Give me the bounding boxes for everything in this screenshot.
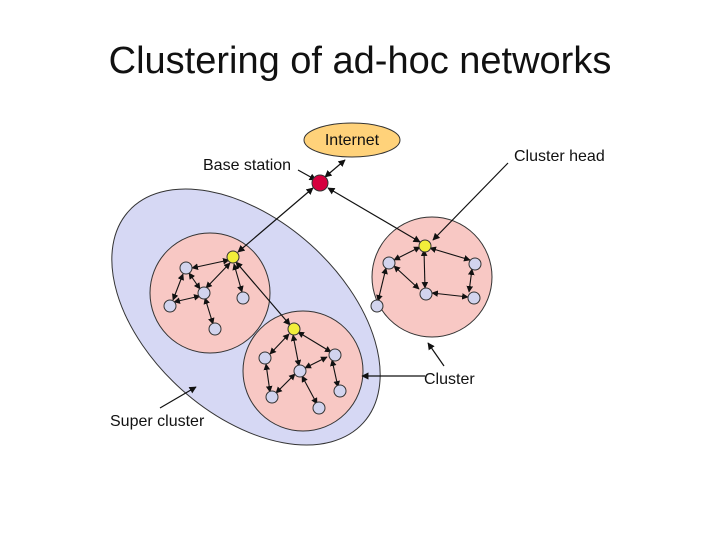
link bbox=[275, 373, 296, 394]
node bbox=[197, 286, 211, 300]
link-base-head-right bbox=[327, 187, 421, 243]
node bbox=[236, 291, 250, 305]
link bbox=[301, 375, 318, 405]
cluster-right bbox=[371, 216, 493, 338]
cluster-head-node-bottom bbox=[287, 322, 301, 336]
cluster-head-node-right bbox=[418, 239, 432, 253]
link bbox=[376, 267, 388, 302]
link bbox=[173, 294, 201, 304]
cluster-label: Cluster bbox=[424, 371, 475, 388]
internet-label: Internet bbox=[325, 132, 380, 149]
link bbox=[263, 363, 273, 393]
node bbox=[333, 384, 347, 398]
link bbox=[297, 331, 332, 353]
node bbox=[293, 364, 307, 378]
node bbox=[163, 299, 177, 313]
slide-title: Clustering of ad-hoc networks bbox=[108, 40, 612, 82]
link bbox=[429, 246, 471, 262]
node bbox=[467, 291, 481, 305]
node bbox=[382, 256, 396, 270]
cluster-head-pointer bbox=[432, 162, 509, 241]
super-cluster-pointer bbox=[159, 386, 197, 409]
cluster-head-label: Cluster head bbox=[514, 148, 605, 165]
node bbox=[370, 299, 384, 313]
cluster-pointer-2 bbox=[427, 342, 445, 367]
node bbox=[419, 287, 433, 301]
base-station-node bbox=[311, 174, 329, 192]
super-cluster-label: Super cluster bbox=[110, 413, 205, 430]
node bbox=[328, 348, 342, 362]
node bbox=[208, 322, 222, 336]
link bbox=[232, 263, 244, 293]
link bbox=[269, 333, 290, 355]
base-station-label: Base station bbox=[203, 157, 291, 174]
link bbox=[304, 356, 328, 369]
link bbox=[290, 334, 302, 367]
link bbox=[466, 268, 475, 293]
link bbox=[393, 246, 421, 261]
node bbox=[258, 351, 272, 365]
link bbox=[330, 359, 340, 388]
link bbox=[420, 249, 429, 289]
internet-cloud bbox=[303, 122, 401, 158]
cluster-head-node-left bbox=[226, 250, 240, 264]
link-base-head-left bbox=[237, 187, 314, 253]
link bbox=[205, 262, 231, 289]
link bbox=[393, 265, 420, 290]
link-base-internet bbox=[324, 159, 346, 178]
link bbox=[203, 297, 215, 325]
link bbox=[431, 290, 469, 300]
node bbox=[179, 261, 193, 275]
link bbox=[188, 272, 201, 290]
node bbox=[265, 390, 279, 404]
node bbox=[312, 401, 326, 415]
link-head-left-head-bottom bbox=[235, 261, 291, 326]
node bbox=[468, 257, 482, 271]
